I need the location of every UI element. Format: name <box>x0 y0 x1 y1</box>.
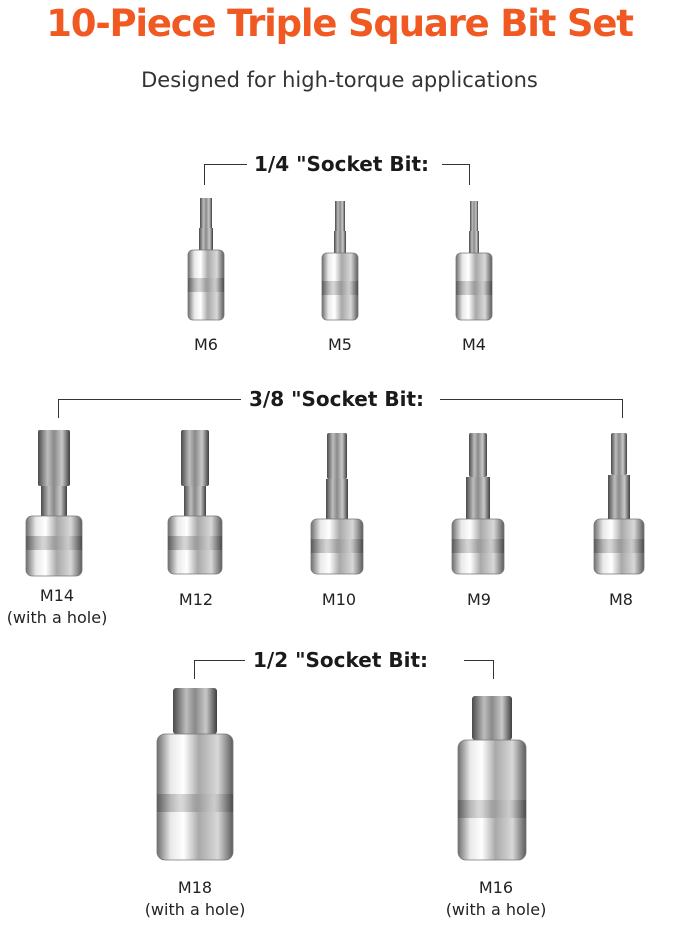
bracket-right-half <box>464 660 494 679</box>
group-title-quarter: 1/4 "Socket Bit: <box>254 152 430 176</box>
bit-label-m4: M4 <box>414 334 534 356</box>
bit-size: M10 <box>321 590 357 609</box>
bit-label-m5: M5 <box>280 334 400 356</box>
bracket-left-threeeighths <box>58 399 241 418</box>
bit-size: M12 <box>178 590 214 609</box>
bit-note: (with a hole) <box>6 608 108 627</box>
bit-label-m8: M8 <box>561 589 679 611</box>
bit-image-m8 <box>590 429 648 578</box>
bit-note: (with a hole) <box>144 900 246 919</box>
bit-image-m10 <box>307 429 367 578</box>
bit-image-m14 <box>22 426 86 580</box>
bit-size: M8 <box>609 590 633 609</box>
bit-image-m5 <box>318 197 362 324</box>
bit-label-m6: M6 <box>146 334 266 356</box>
group-title-threeeighths: 3/8 "Socket Bit: <box>249 387 425 411</box>
page-title: 10-Piece Triple Square Bit Set <box>46 2 634 45</box>
bit-label-m14: M14 (with a hole) <box>0 585 117 629</box>
bracket-left-half <box>194 660 245 679</box>
bit-label-m9: M9 <box>419 589 539 611</box>
bit-size: M6 <box>194 335 218 354</box>
bit-image-m4 <box>452 197 496 324</box>
bit-image-m6 <box>184 194 228 324</box>
bit-size: M5 <box>328 335 352 354</box>
bit-size: M14 <box>39 586 75 605</box>
bit-size: M16 <box>478 878 514 897</box>
bit-size: M4 <box>462 335 486 354</box>
group-title-half: 1/2 "Socket Bit: <box>253 648 429 672</box>
bit-label-m18: M18 (with a hole) <box>135 877 255 921</box>
bit-image-m18 <box>151 684 239 864</box>
bracket-right-quarter <box>442 164 470 185</box>
bit-label-m16: M16 (with a hole) <box>436 877 556 921</box>
bit-image-m16 <box>452 692 532 864</box>
bit-size: M9 <box>467 590 491 609</box>
bit-label-m10: M10 <box>279 589 399 611</box>
bit-note: (with a hole) <box>445 900 547 919</box>
bracket-right-threeeighths <box>440 399 623 418</box>
bit-label-m12: M12 <box>136 589 256 611</box>
bit-image-m12 <box>164 426 226 578</box>
bit-size: M18 <box>177 878 213 897</box>
bracket-left-quarter <box>204 164 247 185</box>
bit-image-m9 <box>448 429 508 578</box>
page-subtitle: Designed for high-torque applications <box>141 68 538 92</box>
